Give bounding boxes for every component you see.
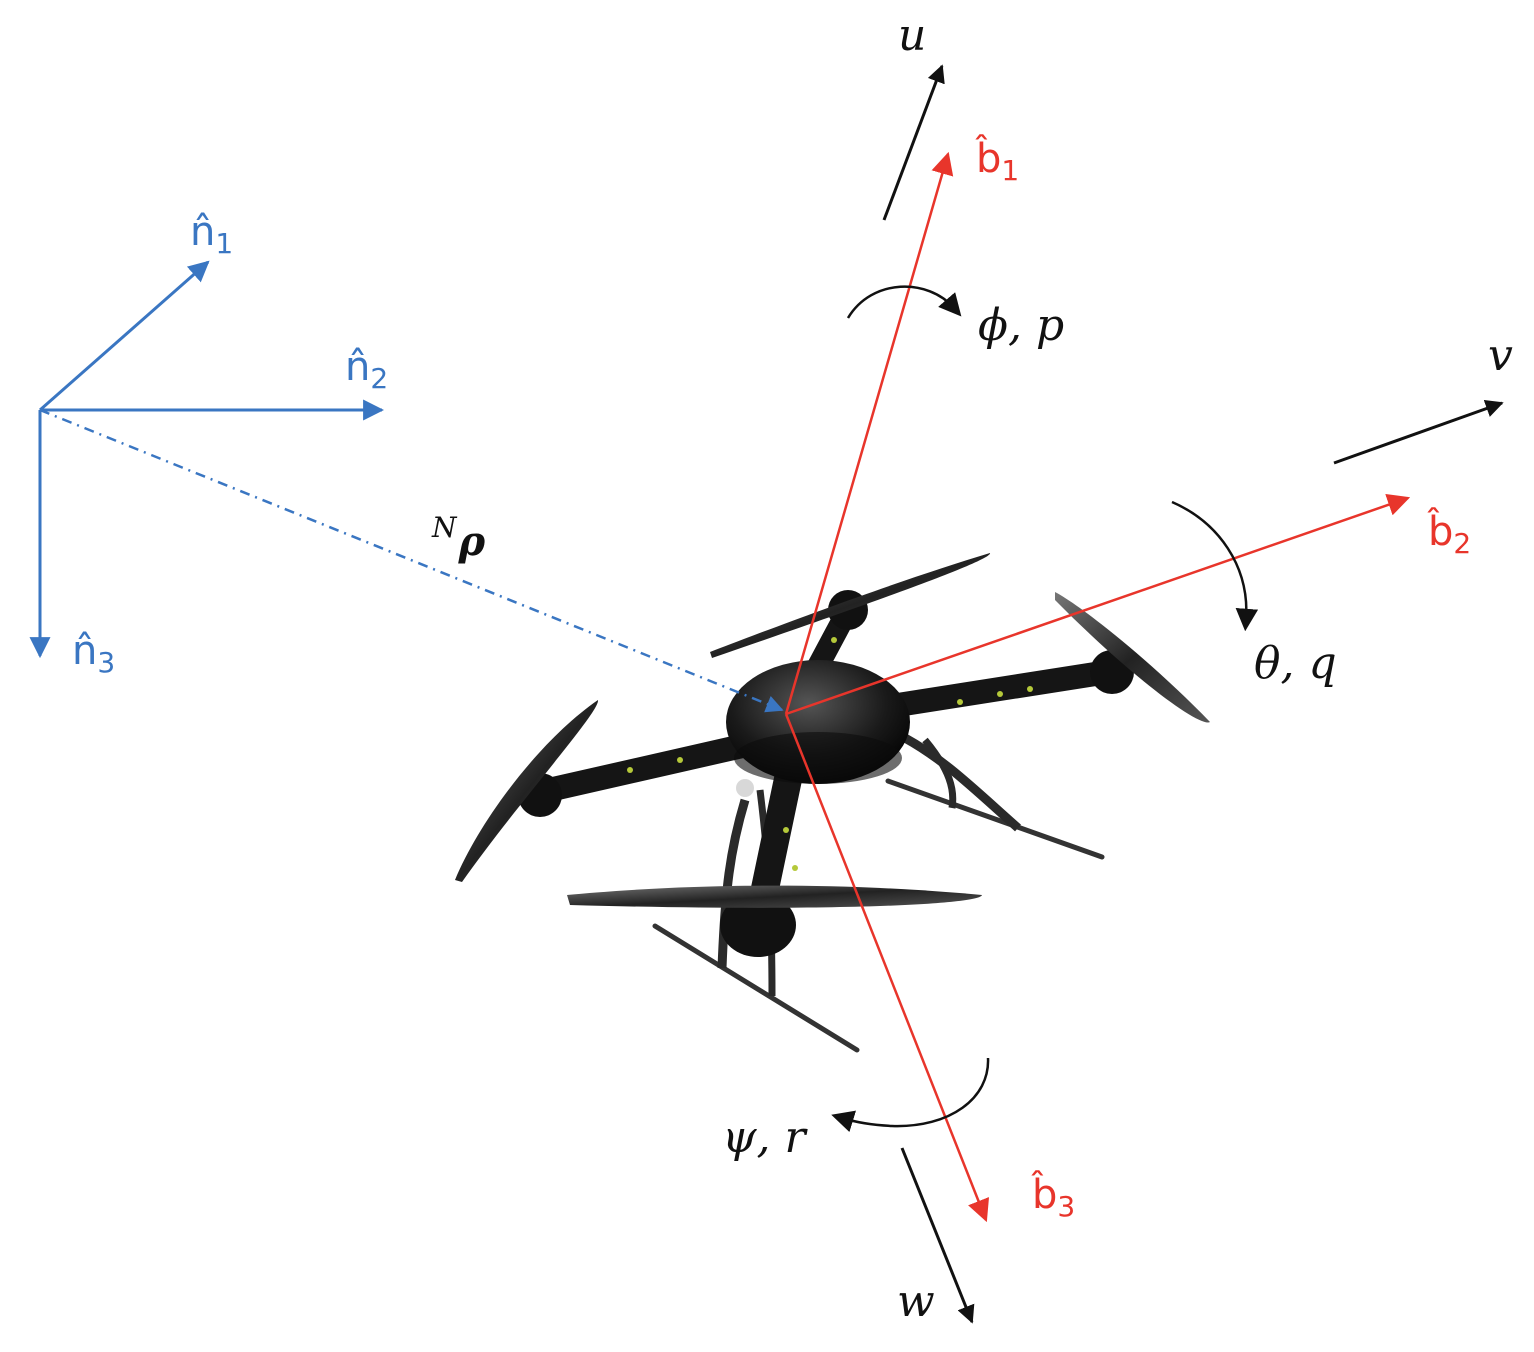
u-label: u — [898, 10, 926, 61]
position-vector-label: Nρ — [431, 511, 486, 565]
b1-label: b̂1 — [975, 134, 1019, 187]
yaw-rotation-arrow — [831, 1057, 990, 1133]
pitch-rotation-arrow — [1171, 500, 1259, 632]
v-velocity-arrow — [1333, 399, 1504, 465]
quadcopter-drone-icon — [455, 553, 1210, 1053]
roll-label: ϕ, p — [978, 300, 1064, 351]
n3-label: n̂3 — [72, 628, 115, 679]
body-frame — [784, 151, 1411, 1223]
yaw-label: ψ, r — [722, 1112, 808, 1163]
pitch-label: θ, q — [1254, 638, 1337, 689]
b3-label: b̂3 — [1031, 1170, 1075, 1223]
b3-axis — [784, 713, 990, 1223]
b2-label: b̂2 — [1427, 507, 1471, 560]
n1-axis — [39, 260, 210, 412]
w-label: w — [897, 1276, 935, 1327]
n1-label: n̂1 — [190, 209, 233, 260]
rotation-arrows — [831, 285, 1259, 1133]
u-velocity-arrow — [882, 64, 945, 221]
w-velocity-arrow — [900, 1147, 975, 1324]
labels: n̂1 n̂2 n̂3 Nρ b̂1 b̂2 b̂3 u v w ϕ, p θ,… — [72, 10, 1513, 1327]
b1-axis — [784, 151, 954, 715]
inertial-frame — [29, 260, 784, 713]
b2-axis — [785, 494, 1411, 716]
v-label: v — [1488, 330, 1513, 381]
position-vector — [39, 408, 784, 713]
velocity-arrows — [882, 64, 1504, 1324]
n2-label: n̂2 — [345, 344, 388, 395]
roll-rotation-arrow — [846, 285, 962, 319]
